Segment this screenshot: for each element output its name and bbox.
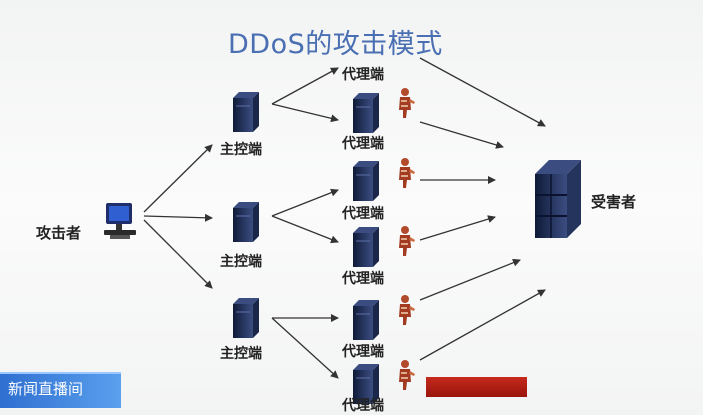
red-banner xyxy=(426,377,527,397)
watermark-logo: 新闻直播间 xyxy=(0,372,121,408)
server-icon xyxy=(353,227,379,267)
zombie-icon xyxy=(399,360,415,390)
arrow xyxy=(271,215,339,244)
server-icon xyxy=(353,93,379,133)
arrow xyxy=(143,219,213,289)
arrow xyxy=(271,103,339,123)
zombie-icon xyxy=(399,295,415,325)
arrow xyxy=(419,289,546,361)
arrow xyxy=(419,215,496,241)
master-label: 主控端 xyxy=(220,142,262,158)
monitor-icon xyxy=(104,203,136,239)
zombie-icon xyxy=(399,158,415,188)
arrow xyxy=(271,188,339,217)
arrow xyxy=(271,317,339,379)
arrow xyxy=(419,57,546,127)
agent-label: 代理端 xyxy=(342,398,384,414)
victim-label: 受害者 xyxy=(591,193,637,211)
server-icon xyxy=(233,298,259,338)
server-icon xyxy=(233,202,259,242)
attacker-label: 攻击者 xyxy=(36,224,82,242)
page-title: DDoS的攻击模式 xyxy=(228,29,443,60)
agent-label: 代理端 xyxy=(342,271,384,287)
arrow xyxy=(271,67,339,105)
server-icon xyxy=(353,161,379,201)
server-icon xyxy=(353,364,379,404)
agent-label: 代理端 xyxy=(342,344,384,360)
server-rack-icon xyxy=(535,160,581,238)
zombie-icon xyxy=(399,88,415,118)
agent-label: 代理端 xyxy=(342,206,384,222)
zombies-layer xyxy=(399,88,415,390)
arrow xyxy=(143,144,213,213)
master-label: 主控端 xyxy=(220,254,262,270)
agent-label: 代理端 xyxy=(342,136,384,152)
arrow xyxy=(419,258,521,301)
zombie-icon xyxy=(399,226,415,256)
master-label: 主控端 xyxy=(220,346,262,362)
arrows-layer xyxy=(143,57,546,379)
agent-label: 代理端 xyxy=(342,67,384,83)
servers-layer xyxy=(233,92,379,404)
server-icon xyxy=(233,92,259,132)
arrow xyxy=(143,213,213,222)
arrow xyxy=(419,121,504,149)
server-icon xyxy=(353,300,379,340)
